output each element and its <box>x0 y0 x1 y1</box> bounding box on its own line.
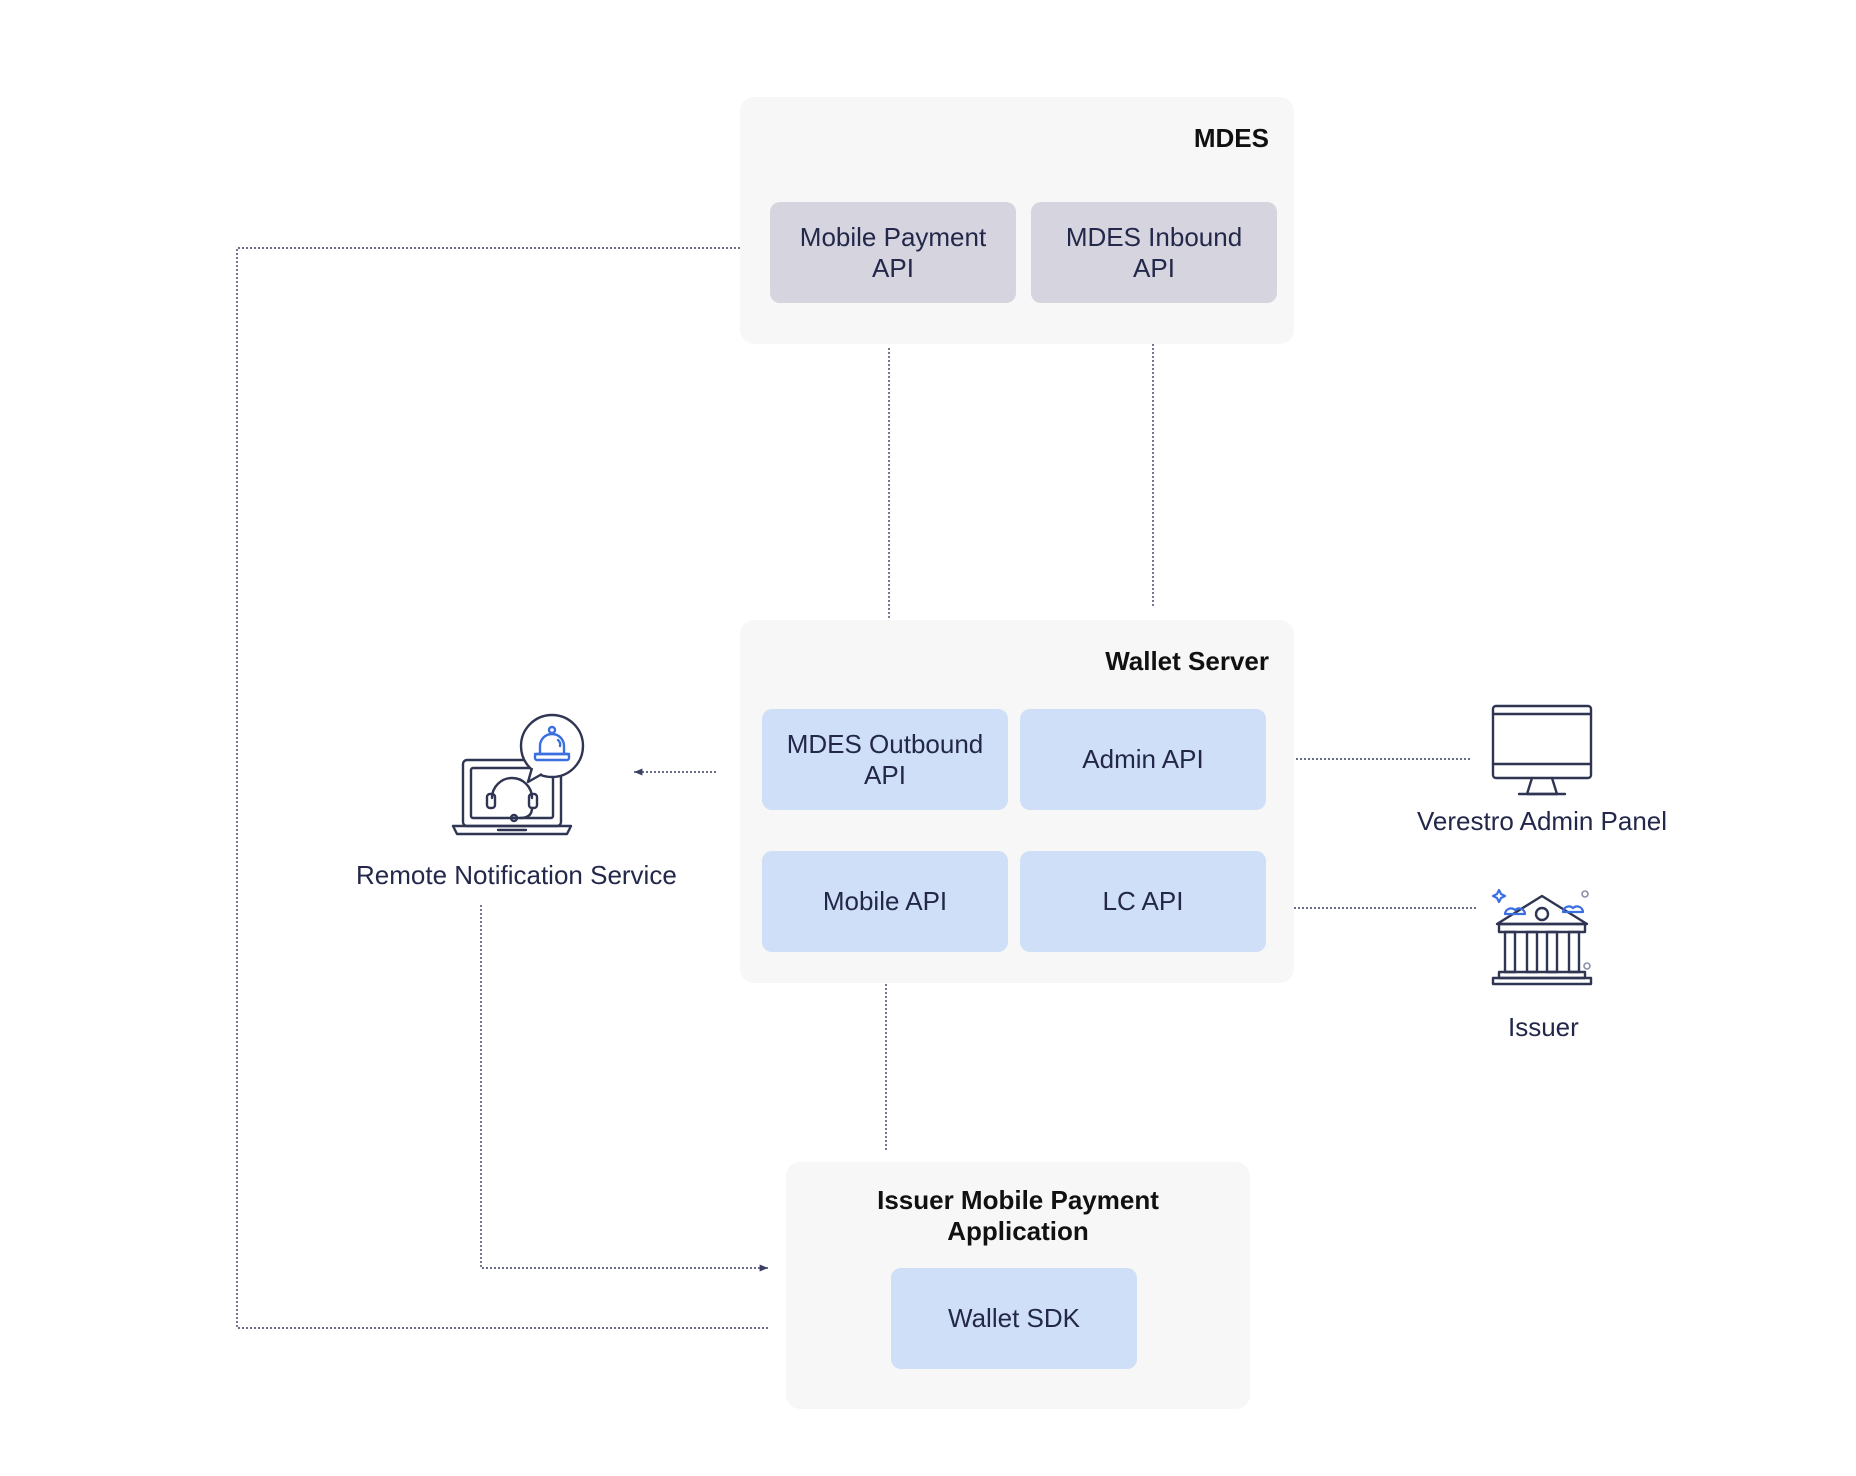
wallet-server-title: Wallet Server <box>1105 646 1269 676</box>
verestro-admin-panel-label: Verestro Admin Panel <box>1417 806 1668 836</box>
admin-api-box: Admin API <box>1020 709 1266 810</box>
laptop-headset-bell-icon <box>451 713 585 836</box>
remote-notification-service-label: Remote Notification Service <box>356 860 677 890</box>
mdes-inbound-api-box: MDES Inbound API <box>1031 202 1277 303</box>
lc-api-box: LC API <box>1020 851 1266 952</box>
connector-rns-to-app <box>480 905 768 1272</box>
issuer-label: Issuer <box>1508 1012 1579 1042</box>
bank-building-icon <box>1491 888 1593 986</box>
connector-app-to-mobile-payment-api <box>236 244 768 1329</box>
mdes-outbound-api-box: MDES Outbound API <box>762 709 1008 810</box>
monitor-icon <box>1491 704 1593 796</box>
mobile-api-box: Mobile API <box>762 851 1008 952</box>
wallet-sdk-box: Wallet SDK <box>891 1268 1137 1369</box>
mdes-title: MDES <box>1193 123 1269 153</box>
issuer-app-title: Issuer Mobile Payment Application <box>877 1185 1159 1246</box>
mobile-payment-api-box: Mobile Payment API <box>770 202 1016 303</box>
